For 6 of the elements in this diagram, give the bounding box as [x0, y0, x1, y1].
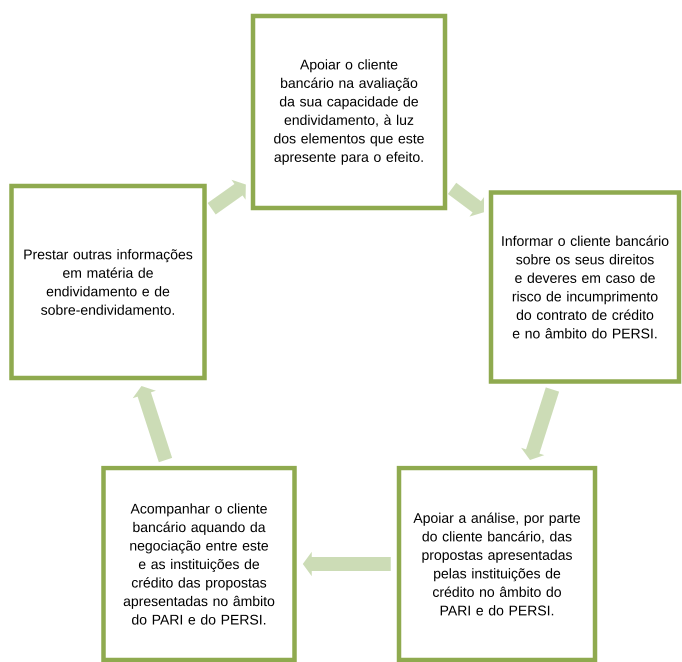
process-box: Acompanhar o cliente bancário aquando da negociação entre este e as instituições de crédito das propostas apresentadas no âmbito do PARI e do PERSI.: [101, 466, 297, 662]
arrow: [208, 180, 246, 214]
process-box: Apoiar o cliente bancário na avaliação da sua capacidade de endividamento, à luz dos elementos que este apresente para o efeito.: [250, 14, 448, 210]
process-box: Apoiar a análise, por parte do cliente bancário, das propostas apresentadas pelas instituições de crédito no âmbito do PARI e do PERSI.: [396, 466, 598, 662]
process-box: Informar o cliente bancário sobre os seus direitos e deveres em caso de risco de incumprimento do contrato de crédito e no âmbito do PERSI.: [488, 190, 682, 384]
process-box: Prestar outras informações em matéria de endividamento e de sobre-endividamento.: [9, 184, 207, 380]
